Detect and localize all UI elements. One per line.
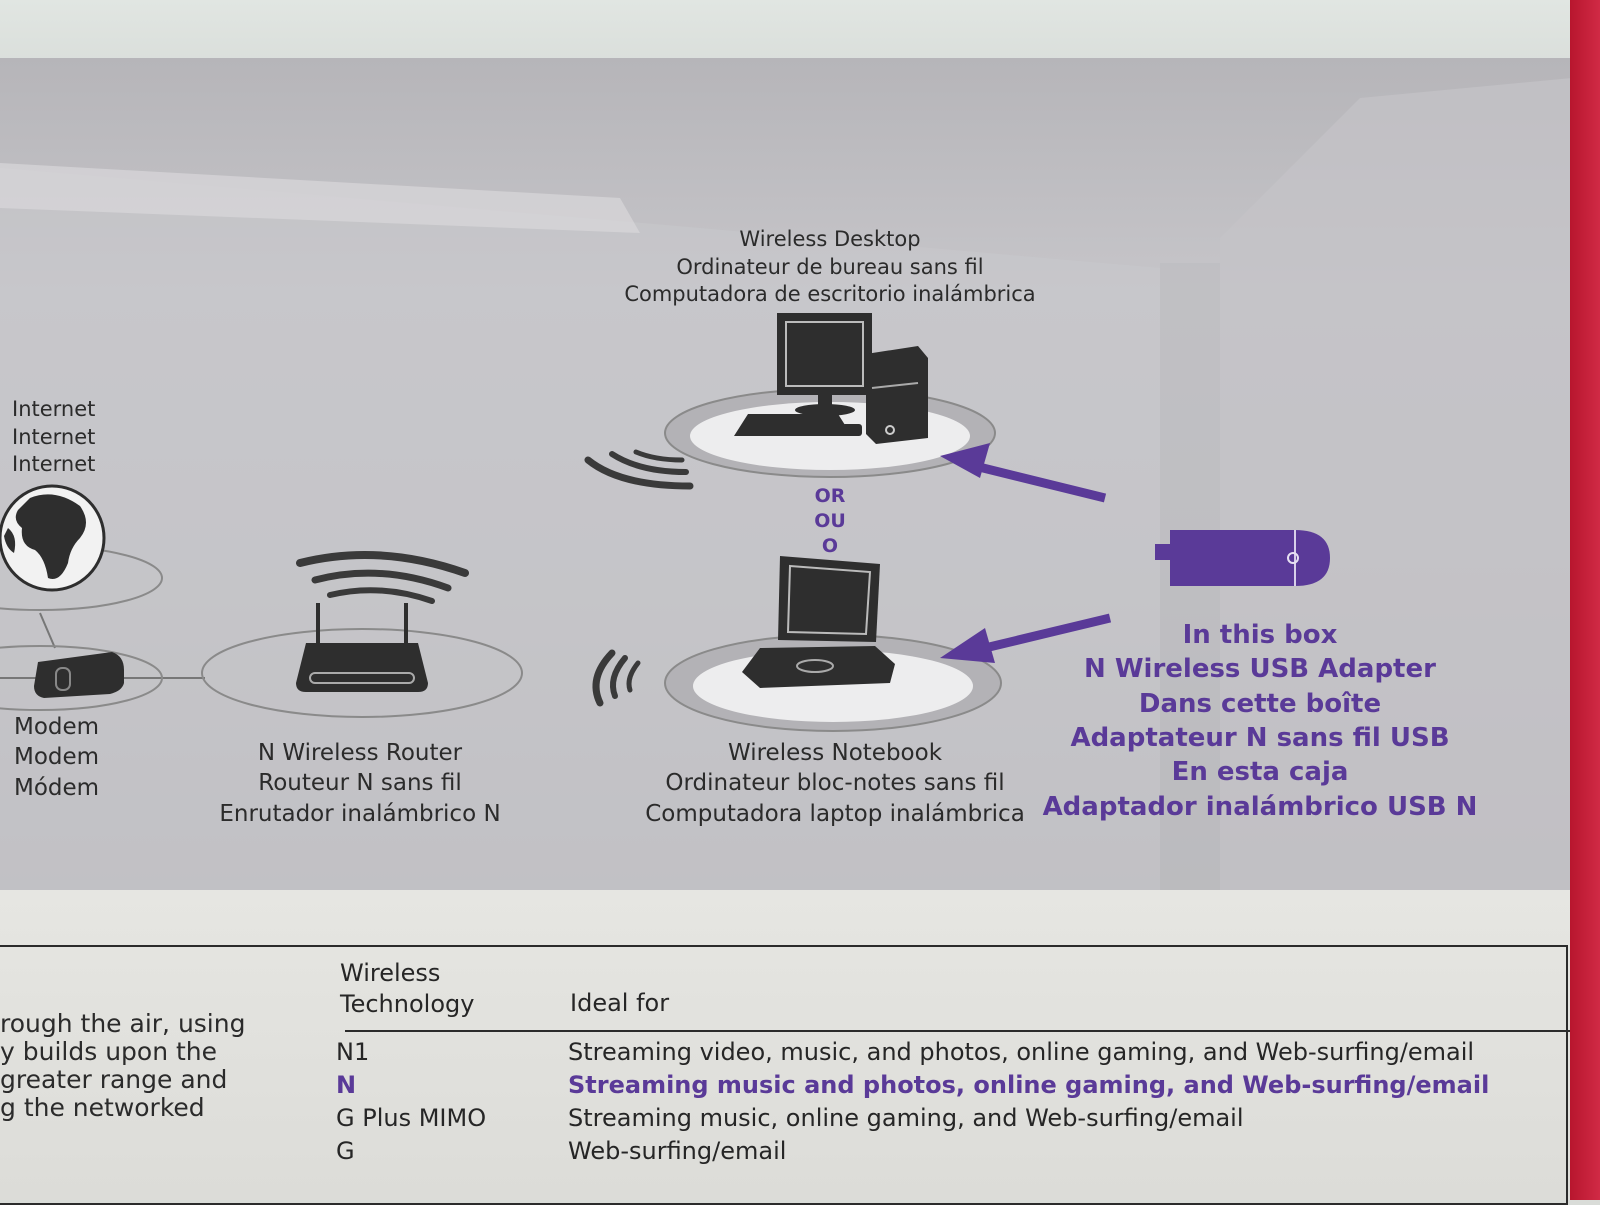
- wifi-signal-icon: [584, 449, 694, 490]
- notebook-label-fr: Ordinateur bloc-notes sans fil: [665, 770, 1005, 797]
- row-ideal: Streaming music and photos, online gamin…: [568, 1071, 1490, 1099]
- router-label-es: Enrutador inalámbrico N: [219, 800, 501, 827]
- internet-label-fr: Internet: [12, 424, 96, 449]
- router-icon: [296, 603, 428, 692]
- in-box-product-es: Adaptador inalámbrico USB N: [1042, 791, 1478, 822]
- row-ideal: Streaming music, online gaming, and Web-…: [568, 1104, 1244, 1132]
- in-box-title-en: In this box: [1182, 620, 1338, 650]
- in-box-title-fr: Dans cette boîte: [1138, 688, 1382, 719]
- diagram-panel: Internet Internet Internet Modem Modem M…: [0, 58, 1572, 890]
- or-label-fr: OU: [814, 510, 846, 533]
- modem-label-es: Módem: [14, 774, 100, 801]
- arrow-to-desktop-icon: [940, 443, 1107, 503]
- row-ideal: Web-surfing/email: [568, 1137, 787, 1165]
- red-box-edge: [1570, 0, 1600, 1200]
- arrow-to-notebook-icon: [940, 613, 1112, 663]
- link-line: [39, 612, 56, 649]
- modem-label: Modem Modem Módem: [14, 712, 99, 803]
- in-box-product-en: N Wireless USB Adapter: [1084, 654, 1436, 685]
- modem-label-en: Modem: [14, 714, 100, 740]
- internet-label: Internet Internet Internet: [12, 396, 95, 479]
- table-header-rule: [345, 1030, 1570, 1032]
- globe-icon: [0, 484, 106, 592]
- or-label-en: OR: [814, 485, 846, 507]
- notebook-computer-icon: [742, 556, 895, 688]
- router-label-fr: Routeur N sans fil: [258, 770, 462, 797]
- header-technology: Wireless Technology: [340, 958, 474, 1020]
- in-box-title-es: En esta caja: [1171, 757, 1349, 788]
- router-platform: [201, 628, 523, 718]
- row-ideal: Streaming video, music, and photos, onli…: [568, 1038, 1475, 1066]
- modem-icon: [34, 652, 124, 698]
- modem-label-fr: Modem: [14, 744, 100, 771]
- desktop-label: Wireless Desktop Ordinateur de bureau sa…: [620, 226, 1040, 309]
- internet-label-en: Internet: [12, 397, 96, 421]
- header-ideal-for: Ideal for: [570, 989, 670, 1017]
- wifi-signal-icon: [296, 551, 469, 604]
- router-label-en: N Wireless Router: [257, 740, 463, 766]
- row-tech: N1: [336, 1038, 370, 1066]
- notebook-label: Wireless Notebook Ordinateur bloc-notes …: [645, 738, 1025, 829]
- header-technology-line: Technology: [340, 990, 475, 1019]
- left-text-line: rough the air, using: [0, 1009, 246, 1038]
- notebook-label-en: Wireless Notebook: [727, 740, 943, 766]
- desktop-computer-icon: [734, 313, 928, 444]
- or-label-es: O: [821, 535, 839, 558]
- left-text-line: g the networked: [0, 1093, 205, 1122]
- desktop-label-fr: Ordinateur de bureau sans fil: [676, 254, 984, 279]
- row-tech: G Plus MIMO: [336, 1104, 487, 1132]
- desktop-label-en: Wireless Desktop: [739, 227, 921, 251]
- left-description: rough the air, using y builds upon the g…: [0, 1010, 245, 1122]
- modem-platform: [0, 645, 163, 711]
- header-technology-line: Wireless: [340, 959, 441, 987]
- diagram-art: [0, 78, 1572, 890]
- internet-label-es: Internet: [12, 452, 96, 477]
- row-tech: G: [336, 1137, 355, 1165]
- in-box-label: In this box N Wireless USB Adapter Dans …: [1040, 618, 1480, 824]
- row-tech: N: [336, 1071, 357, 1099]
- router-label: N Wireless Router Routeur N sans fil Enr…: [210, 738, 510, 829]
- notebook-label-es: Computadora laptop inalámbrica: [645, 800, 1025, 827]
- wifi-signal-icon: [592, 649, 641, 707]
- left-text-line: y builds upon the: [0, 1037, 218, 1066]
- bottom-panel: [0, 890, 1572, 1200]
- left-text-line: greater range and: [0, 1065, 228, 1094]
- or-label: OR OU O: [800, 484, 860, 559]
- desktop-label-es: Computadora de escritorio inalámbrica: [624, 282, 1036, 307]
- usb-adapter-icon: [1155, 530, 1330, 586]
- in-box-product-fr: Adaptateur N sans fil USB: [1070, 722, 1450, 753]
